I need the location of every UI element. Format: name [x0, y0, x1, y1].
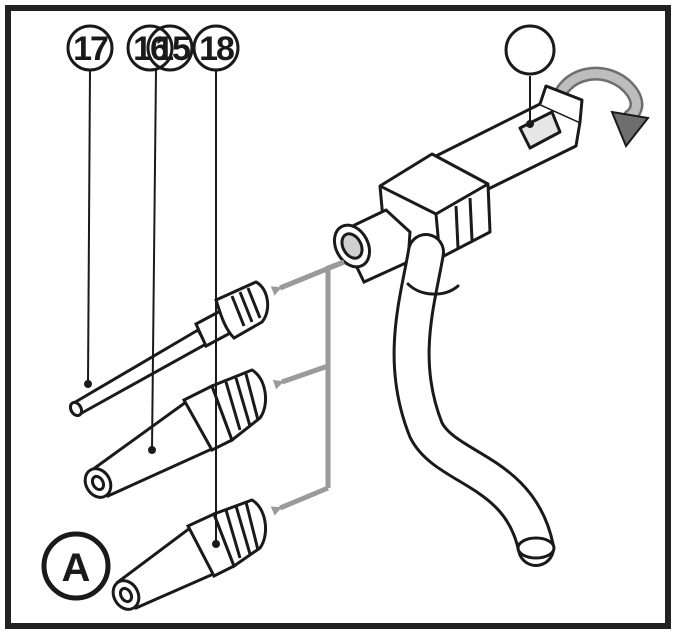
callout-17: 17 [66, 24, 114, 72]
callout-a: A [41, 531, 111, 601]
callout-16: 16 [126, 24, 174, 72]
callout-15: 15 [146, 24, 194, 72]
callout-15-label: 15 [155, 30, 190, 68]
rotation-arrow-icon [549, 66, 650, 148]
flow-arrows [270, 259, 345, 516]
nozzle-receiver [332, 208, 412, 284]
callout-18: 18 [192, 24, 240, 72]
callout-a-label: A [62, 546, 91, 590]
hose [392, 233, 556, 567]
callout-17-label: 17 [73, 30, 108, 68]
leader-lines [84, 69, 534, 548]
callout-blank [504, 24, 556, 76]
callout-18-label: 18 [199, 30, 234, 68]
part-18-short-nozzle [111, 498, 268, 611]
